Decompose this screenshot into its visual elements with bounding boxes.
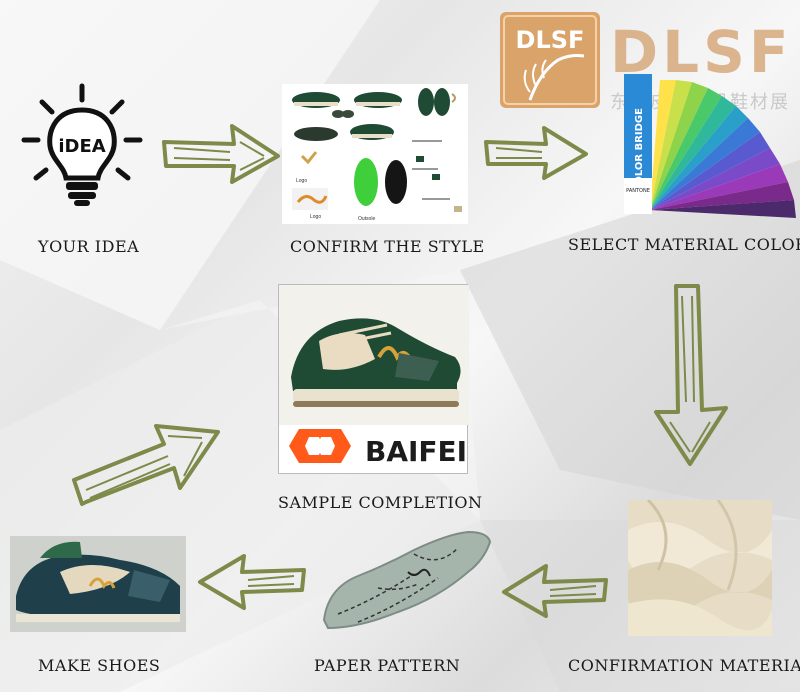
baifei-brand-text: BAIFEI bbox=[365, 435, 468, 468]
step-label-make: MAKE SHOES bbox=[38, 656, 161, 675]
arrow-left-icon bbox=[198, 554, 306, 610]
arrow-right-icon bbox=[484, 126, 588, 180]
make-shoes-panel bbox=[10, 536, 186, 632]
wheat-icon: DLSF bbox=[503, 15, 597, 105]
sneaker-thumb bbox=[292, 92, 402, 141]
step-label-material: CONFIRMATION MATERIAL bbox=[568, 656, 800, 675]
arrow-down-icon bbox=[654, 284, 728, 466]
step-label-pattern: PAPER PATTERN bbox=[314, 656, 461, 675]
paper-pattern-panel bbox=[322, 530, 492, 630]
step-label-idea: YOUR IDEA bbox=[38, 237, 140, 256]
step-label-color: SELECT MATERIAL COLOR bbox=[568, 235, 800, 254]
baifei-logo-icon bbox=[289, 429, 351, 463]
step-label-sample: SAMPLE COMPLETION bbox=[278, 493, 483, 512]
idea-bulb-text: iDEA bbox=[58, 136, 105, 157]
sample-completion-panel: BAIFEI bbox=[278, 284, 469, 474]
arrow-left-icon bbox=[502, 564, 608, 618]
style-sheet-panel: Logo Logo Outsole bbox=[282, 84, 468, 224]
fabric-material-panel bbox=[628, 500, 772, 636]
style-logo-label: Logo bbox=[296, 178, 307, 184]
sample-sneaker-image bbox=[279, 285, 469, 425]
color-fan-panel: COLOR BRIDGE PANTONE bbox=[624, 74, 796, 218]
style-logo-label-2: Logo bbox=[310, 214, 321, 220]
color-bridge-title: COLOR BRIDGE bbox=[634, 108, 645, 192]
dlsf-badge-text: DLSF bbox=[516, 26, 585, 54]
pantone-label: PANTONE bbox=[626, 188, 650, 194]
arrow-up-right-icon bbox=[72, 424, 220, 506]
arrow-right-icon bbox=[162, 124, 280, 184]
idea-bulb-icon: iDEA bbox=[21, 83, 143, 206]
dlsf-logo-badge: DLSF bbox=[500, 12, 600, 108]
step-label-style: CONFIRM THE STYLE bbox=[290, 237, 485, 256]
style-outsole-label: Outsole bbox=[358, 216, 375, 222]
